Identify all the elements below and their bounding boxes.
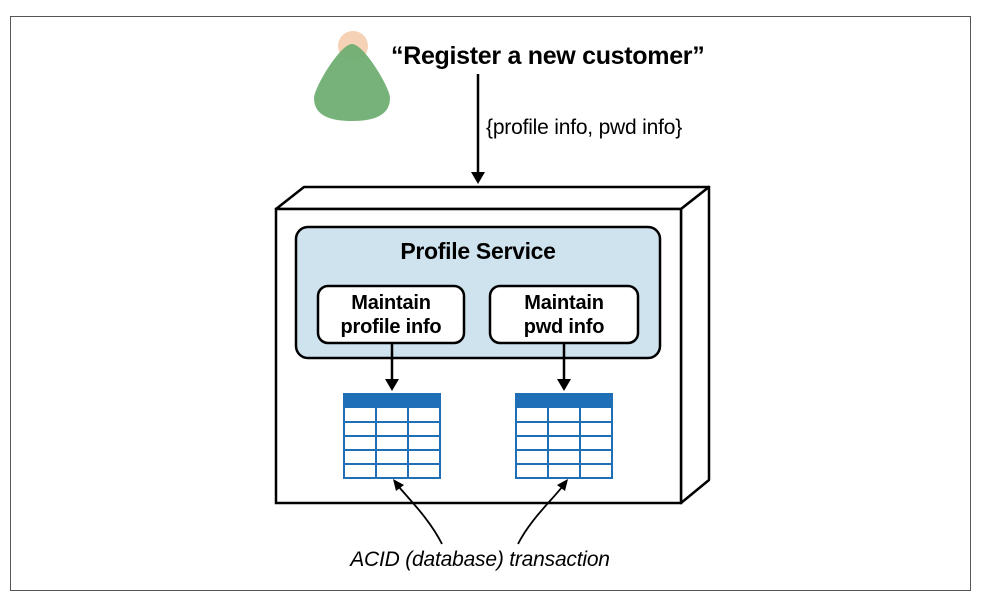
component-line-1: Maintain [351, 292, 431, 314]
database-table-icon [343, 393, 441, 479]
transaction-label: ACID (database) transaction [350, 548, 610, 571]
database-table-icon [515, 393, 613, 479]
component-label-pwd: Maintain pwd info [490, 291, 638, 339]
diagram-frame [10, 16, 971, 591]
profile-db-arrow-head [385, 379, 399, 391]
component-line-2: pwd info [523, 316, 605, 338]
transaction-arrow-left-head [393, 479, 404, 491]
component-label-profile: Maintain profile info [318, 291, 464, 339]
request-label: “Register a new customer” [391, 42, 705, 70]
user-icon [314, 31, 390, 121]
pwd-db-arrow-head [557, 379, 571, 391]
request-arrow-head [471, 172, 485, 184]
transaction-arrow-right-head [557, 479, 568, 491]
transaction-arrow-left [398, 486, 443, 545]
transaction-arrow-right [517, 486, 563, 545]
component-line-2: profile info [340, 316, 442, 338]
component-line-1: Maintain [524, 292, 604, 314]
service-title: Profile Service [400, 238, 556, 264]
payload-label: {profile info, pwd info} [486, 116, 683, 139]
